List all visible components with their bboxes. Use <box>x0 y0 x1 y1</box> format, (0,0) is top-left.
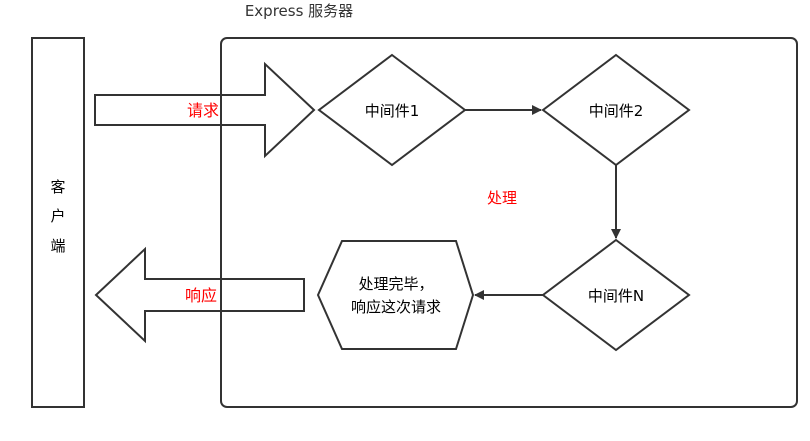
process-label: 处理 <box>487 189 517 207</box>
done-line-1: 处理完毕， <box>358 275 433 293</box>
client-char-1: 客 <box>50 178 65 196</box>
request-label: 请求 <box>187 101 219 120</box>
response-label: 响应 <box>185 286 217 305</box>
middleware-2-label: 中间件2 <box>589 102 644 120</box>
middleware-1-diamond <box>317 53 467 167</box>
client-char-3: 端 <box>50 237 65 255</box>
request-arrow <box>94 61 316 159</box>
client-char-2: 户 <box>50 207 65 225</box>
diagram-title: Express 服务器 <box>245 2 353 20</box>
middleware-n-diamond <box>541 238 691 352</box>
server-box <box>220 37 798 408</box>
response-arrow <box>94 246 305 344</box>
middleware-1-label: 中间件1 <box>365 102 420 120</box>
done-hexagon <box>316 240 475 350</box>
done-line-2: 响应这次请求 <box>351 298 441 316</box>
client-box <box>31 37 85 408</box>
middleware-n-label: 中间件N <box>588 287 644 305</box>
